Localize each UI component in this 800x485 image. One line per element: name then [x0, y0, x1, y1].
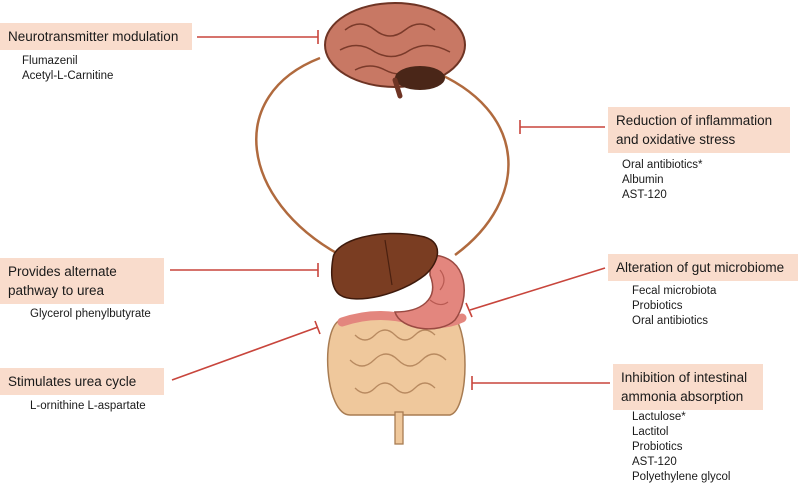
list-item: Acetyl-L-Carnitine	[22, 70, 114, 82]
list-item: Glycerol phenylbutyrate	[30, 308, 151, 320]
gut-microbiome-list: Fecal microbiota Probiotics Oral antibio…	[632, 284, 716, 329]
list-item: Flumazenil	[22, 55, 78, 67]
inhibitor-line-neurotransmitter	[197, 30, 319, 44]
list-item: Fecal microbiota	[632, 285, 717, 297]
ammonia-absorption-box: Inhibition of intestinal ammonia absorpt…	[613, 364, 763, 410]
list-item: Oral antibiotics	[632, 315, 709, 327]
list-item: Albumin	[622, 174, 664, 186]
brain-icon	[324, 2, 466, 99]
list-item: Probiotics	[632, 300, 683, 312]
cycle-arc-right	[429, 68, 510, 257]
ammonia-absorption-list: Lactulose* Lactitol Probiotics AST-120 P…	[632, 410, 730, 485]
neurotransmitter-modulation-list: Flumazenil Acetyl-L-Carnitine	[22, 54, 113, 84]
urea-cycle-box: Stimulates urea cycle	[0, 368, 164, 395]
alternate-pathway-list: Glycerol phenylbutyrate	[30, 307, 151, 322]
inhibitor-line-alternate-pathway	[170, 263, 319, 277]
inhibitor-line-inflammation	[519, 120, 605, 134]
list-item: Lactitol	[632, 426, 669, 438]
inhibitor-line-urea-cycle	[171, 320, 321, 381]
gut-microbiome-box: Alteration of gut microbiome	[608, 254, 798, 281]
list-item: Lactulose*	[632, 411, 686, 423]
inhibitor-line-ammonia-absorption	[471, 376, 610, 390]
cycle-arc-left	[255, 56, 341, 257]
urea-cycle-list: L-ornithine L-aspartate	[30, 399, 146, 414]
liver-icon	[330, 232, 439, 300]
list-item: Polyethylene glycol	[632, 471, 731, 483]
intestine-icon	[326, 310, 467, 445]
list-item: AST-120	[622, 189, 667, 201]
neurotransmitter-modulation-box: Neurotransmitter modulation	[0, 23, 192, 50]
inflammation-reduction-list: Oral antibiotics* Albumin AST-120	[622, 158, 703, 203]
alternate-pathway-box: Provides alternate pathway to urea	[0, 258, 164, 304]
list-item: AST-120	[632, 456, 677, 468]
list-item: L-ornithine L-aspartate	[30, 400, 146, 412]
inflammation-reduction-box: Reduction of inflammation and oxidative …	[608, 107, 790, 153]
stomach-icon	[394, 254, 465, 330]
inhibitor-line-gut-microbiome	[465, 267, 606, 318]
list-item: Oral antibiotics*	[622, 159, 703, 171]
list-item: Probiotics	[632, 441, 683, 453]
